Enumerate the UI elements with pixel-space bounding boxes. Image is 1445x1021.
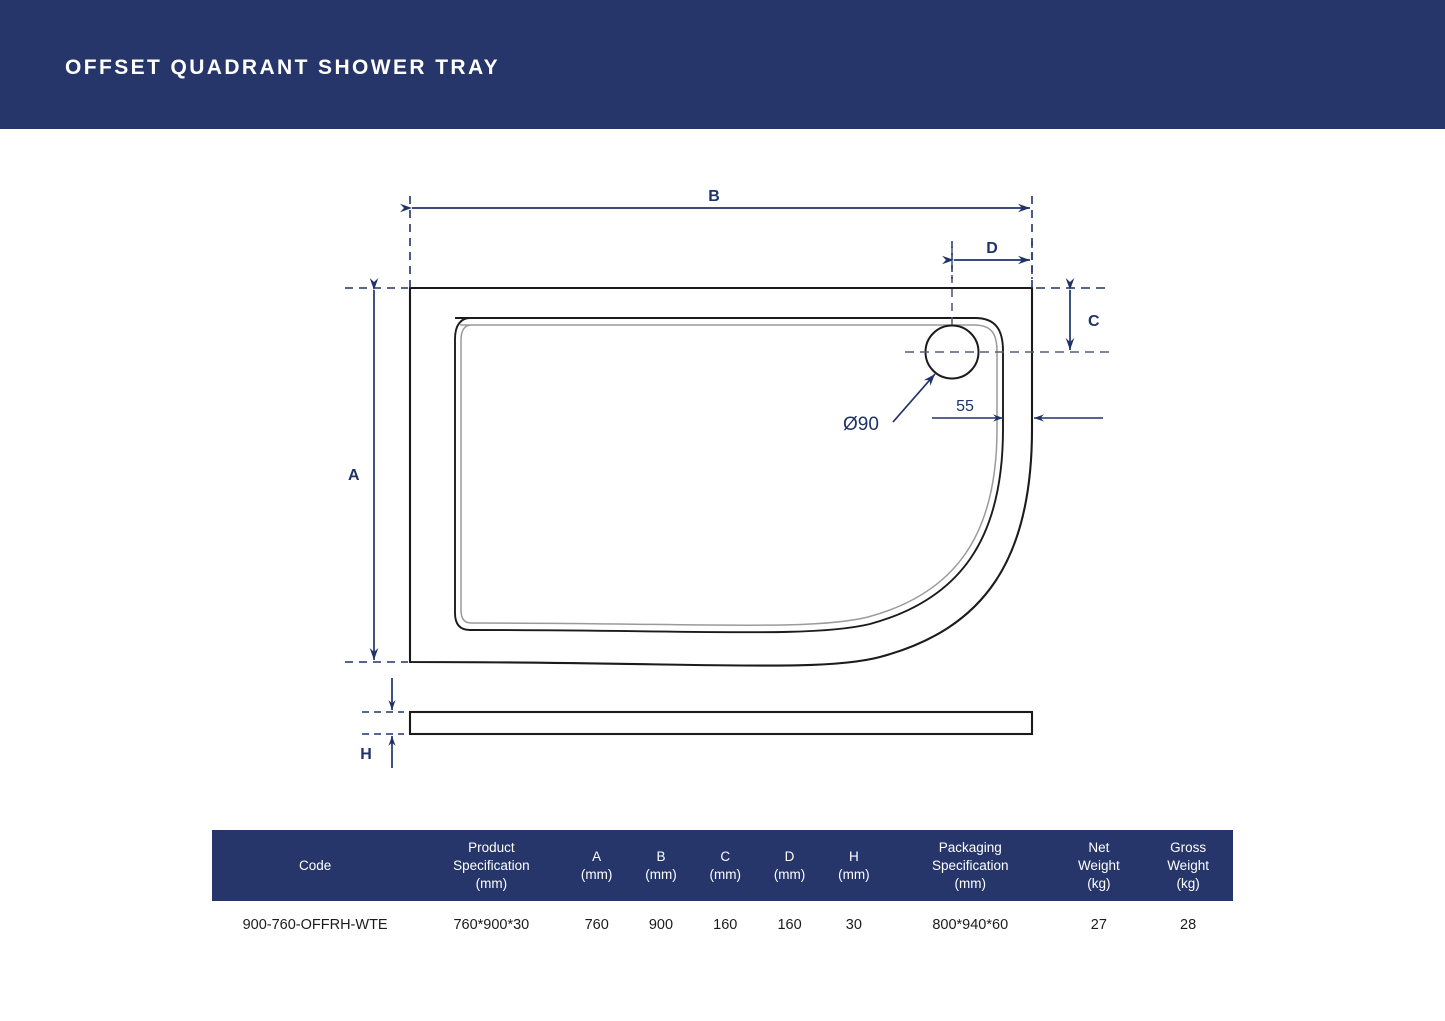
header-line: (kg) [1087,875,1111,891]
header-line: Weight [1077,857,1120,873]
page-title: OFFSET QUADRANT SHOWER TRAY [65,56,501,79]
waste-diameter-label: Ø90 [843,414,879,435]
header-line: (mm) [838,866,870,882]
column-header-code: Code [212,830,419,902]
header-line: (mm) [580,866,613,882]
column-header-a: A (mm) [564,830,629,902]
dimension-rim-width-label: 55 [956,398,974,415]
cell-product-specification: 760*900*30 [418,901,565,948]
dimension-a: A [345,278,408,663]
dimension-d: D [942,240,1033,279]
waste-diameter-callout: Ø90 [843,373,936,435]
dimension-d-label: D [986,240,998,257]
header-line: Gross [1170,840,1207,855]
cell-code: 900-760-OFFRH-WTE [212,901,419,948]
header-line: B [656,848,666,864]
header-line: Packaging [938,840,1002,855]
header-line: D [784,848,795,864]
shower-tray-drawing-svg: Ø90 B D C A [345,188,1110,768]
cell-gross-weight: 28 [1143,901,1233,948]
dimension-b-label: B [708,188,720,205]
header-band: OFFSET QUADRANT SHOWER TRAY [0,0,1445,129]
header-line: (mm) [709,866,741,882]
cell-packaging-specification: 800*940*60 [886,901,1055,948]
header-line: Product [468,840,515,855]
cell-d: 160 [757,901,822,948]
waste-hole [905,247,1110,380]
header-line: (kg) [1176,875,1200,891]
table-row: 900-760-OFFRH-WTE 760*900*30 760 900 160… [212,901,1233,948]
dimension-b: B [400,188,1033,291]
dimension-h: H [360,678,404,768]
cell-b: 900 [628,901,694,948]
column-header-d: D (mm) [757,830,822,902]
tray-plan-outline [408,286,1034,667]
cell-a: 760 [564,901,629,948]
header-line: (mm) [645,866,677,882]
dimension-rim-width: 55 [932,398,1103,422]
header-line: Specification [931,857,1009,873]
header-line: C [720,848,731,864]
column-header-h: H (mm) [821,830,886,902]
column-header-c: C (mm) [693,830,758,902]
column-header-gross-weight: Gross Weight (kg) [1143,830,1233,902]
cell-h: 30 [821,901,886,948]
header-line: (mm) [773,866,806,882]
dimension-h-label: H [360,746,372,763]
header-line: H [848,848,859,864]
cell-c: 160 [693,901,758,948]
table-header-row: Code Product Specification (mm) A (mm) B… [212,830,1233,902]
cell-net-weight: 27 [1054,901,1144,948]
header-line: Specification [453,857,530,873]
header-line: A [592,848,602,864]
header-line: Code [298,857,332,873]
header-line: Net [1088,840,1110,855]
specification-table: Code Product Specification (mm) A (mm) B… [212,830,1233,948]
side-elevation [408,710,1034,736]
column-header-packaging-specification: Packaging Specification (mm) [886,830,1055,902]
dimension-c: C [1036,278,1110,350]
specification-table-wrapper: Code Product Specification (mm) A (mm) B… [212,830,1233,948]
header-line: Weight [1167,857,1209,873]
column-header-product-specification: Product Specification (mm) [418,830,565,902]
column-header-net-weight: Net Weight (kg) [1054,830,1144,902]
column-header-b: B (mm) [628,830,694,902]
dimension-c-label: C [1088,313,1100,330]
header-line: (mm) [475,875,508,891]
header-line: (mm) [954,875,986,891]
technical-drawing: Ø90 B D C A [0,129,1445,819]
dimension-a-label: A [348,467,360,484]
